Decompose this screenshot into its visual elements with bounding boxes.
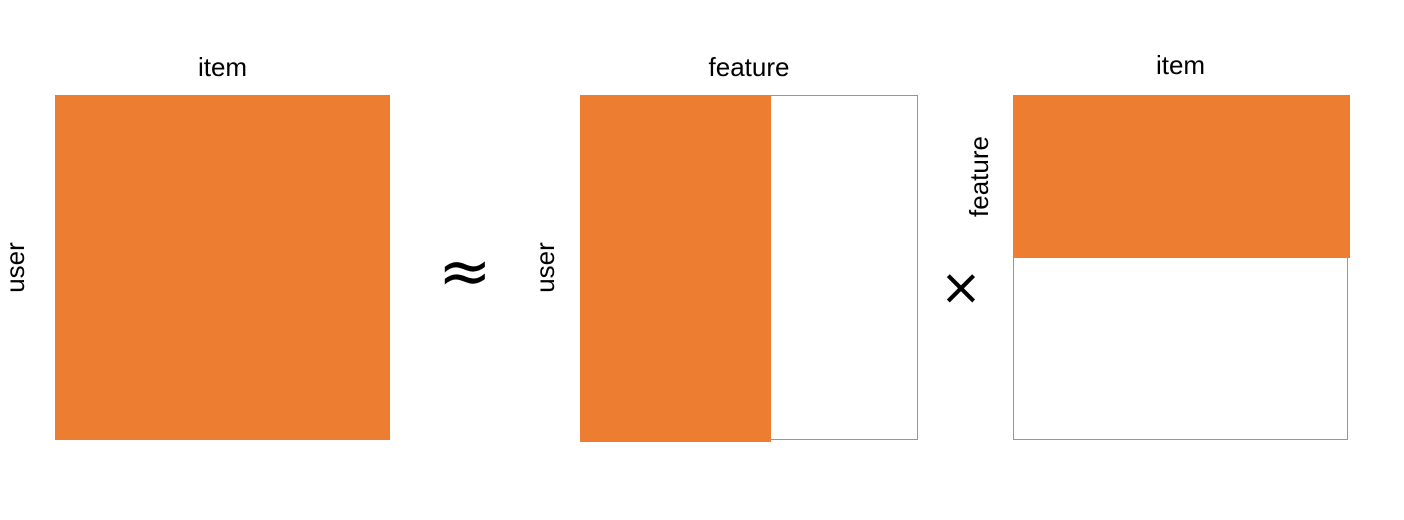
ratings-matrix-top-label: item [197, 52, 248, 82]
user-feature-matrix-side-label-wrap: user [528, 95, 562, 440]
feature-item-matrix-side-label-wrap: feature [962, 95, 996, 257]
ratings-matrix [55, 95, 390, 440]
feature-item-matrix [1013, 95, 1350, 440]
feature-item-matrix-filled-block [1013, 95, 1350, 258]
feature-item-matrix-side-label: feature [963, 135, 994, 217]
ratings-matrix-side-label: user [0, 242, 30, 293]
user-feature-matrix [580, 95, 918, 442]
user-feature-matrix-top-label: feature [708, 52, 790, 82]
ratings-matrix-side-label-wrap: user [0, 95, 32, 440]
user-feature-matrix-filled-block [580, 95, 771, 442]
user-feature-matrix-side-label: user [529, 242, 560, 293]
feature-item-matrix-top-label: item [1155, 50, 1206, 80]
times-symbol: × [940, 258, 982, 316]
approx-symbol: ≈ [438, 235, 492, 309]
